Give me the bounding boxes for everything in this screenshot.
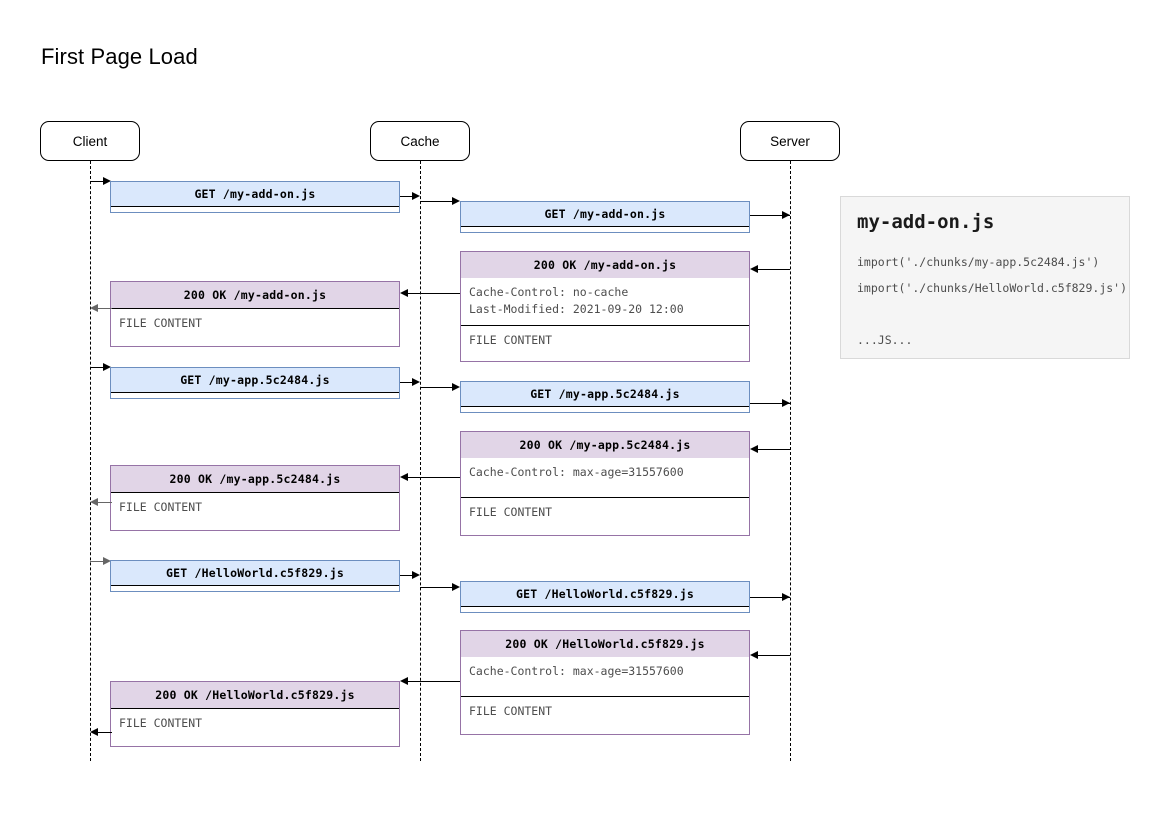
message-box-client-request-3[interactable]: GET /HelloWorld.c5f829.js bbox=[110, 560, 400, 592]
message-header: GET /my-add-on.js bbox=[461, 202, 749, 226]
arrow-head-right-icon bbox=[412, 191, 420, 200]
actor-server-label: Server bbox=[770, 133, 810, 149]
arrow-head-right-icon bbox=[452, 382, 460, 391]
message-box-client-request-1[interactable]: GET /my-add-on.js bbox=[110, 181, 400, 213]
actor-cache[interactable]: Cache bbox=[370, 121, 470, 161]
page-title: First Page Load bbox=[41, 44, 198, 69]
message-body: FILE CONTENT bbox=[461, 696, 749, 736]
arrow-head-right-icon bbox=[103, 362, 111, 371]
arrow-head-left-icon bbox=[400, 472, 408, 481]
actor-client-label: Client bbox=[72, 133, 108, 149]
arrow-head-right-icon bbox=[103, 556, 111, 565]
arrow-line bbox=[750, 597, 790, 598]
arrow-head-left-icon bbox=[750, 444, 758, 453]
code-panel: my-add-on.js import('./chunks/my-app.5c2… bbox=[840, 196, 1130, 359]
arrow-head-right-icon bbox=[452, 196, 460, 205]
arrow-line bbox=[98, 732, 112, 733]
message-box-client-response-3[interactable]: 200 OK /HelloWorld.c5f829.js FILE CONTEN… bbox=[110, 681, 400, 747]
arrow-head-left-icon bbox=[400, 676, 408, 685]
code-line bbox=[857, 301, 1113, 327]
arrow-head-left-icon bbox=[400, 288, 408, 297]
message-box-cache-request-2[interactable]: GET /my-app.5c2484.js bbox=[460, 381, 750, 413]
arrow-line bbox=[750, 215, 790, 216]
message-header: 200 OK /my-app.5c2484.js bbox=[111, 466, 399, 492]
actor-cache-label: Cache bbox=[400, 133, 440, 149]
message-body: FILE CONTENT bbox=[111, 308, 399, 346]
arrow-line bbox=[400, 196, 418, 197]
message-header: 200 OK /my-add-on.js bbox=[111, 282, 399, 308]
arrow-head-right-icon bbox=[782, 210, 790, 219]
message-headers bbox=[461, 406, 749, 414]
message-headers: Cache-Control: max-age=31557600 bbox=[469, 465, 684, 479]
message-header: GET /my-app.5c2484.js bbox=[111, 368, 399, 392]
arrow-line bbox=[98, 308, 112, 309]
message-box-cache-response-3[interactable]: 200 OK /HelloWorld.c5f829.js Cache-Contr… bbox=[460, 630, 750, 735]
message-headers: Cache-Control: max-age=31557600 bbox=[469, 664, 684, 678]
arrow-line bbox=[758, 655, 790, 656]
message-header: GET /my-app.5c2484.js bbox=[461, 382, 749, 406]
message-headers bbox=[461, 226, 749, 234]
arrow-line bbox=[90, 561, 103, 562]
arrow-line bbox=[420, 201, 458, 202]
arrow-line bbox=[420, 387, 458, 388]
message-header: GET /my-add-on.js bbox=[111, 182, 399, 206]
arrow-line bbox=[408, 477, 460, 478]
arrow-head-right-icon bbox=[103, 176, 111, 185]
message-headers: Cache-Control: no-cache Last-Modified: 2… bbox=[469, 285, 684, 316]
code-line: import('./chunks/my-app.5c2484.js') bbox=[857, 255, 1100, 269]
message-body: FILE CONTENT bbox=[111, 492, 399, 530]
arrow-head-right-icon bbox=[452, 582, 460, 591]
code-line: import('./chunks/HelloWorld.c5f829.js') bbox=[857, 281, 1128, 295]
arrow-line bbox=[758, 269, 790, 270]
arrow-head-left-icon bbox=[750, 650, 758, 659]
code-panel-filename: my-add-on.js bbox=[857, 211, 995, 233]
message-header: 200 OK /HelloWorld.c5f829.js bbox=[111, 682, 399, 708]
message-box-client-request-2[interactable]: GET /my-app.5c2484.js bbox=[110, 367, 400, 399]
message-header: 200 OK /HelloWorld.c5f829.js bbox=[461, 631, 749, 657]
lifeline-cache bbox=[420, 161, 421, 761]
code-line: ...JS... bbox=[857, 333, 913, 347]
arrow-head-left-icon bbox=[90, 497, 98, 506]
lifeline-server bbox=[790, 161, 791, 761]
arrow-line bbox=[400, 575, 418, 576]
arrow-head-right-icon bbox=[782, 398, 790, 407]
arrow-line bbox=[408, 293, 460, 294]
arrow-line bbox=[400, 382, 418, 383]
message-header: GET /HelloWorld.c5f829.js bbox=[461, 582, 749, 606]
arrow-line bbox=[758, 449, 790, 450]
arrow-head-left-icon bbox=[90, 303, 98, 312]
message-box-client-response-2[interactable]: 200 OK /my-app.5c2484.js FILE CONTENT bbox=[110, 465, 400, 531]
message-box-cache-response-1[interactable]: 200 OK /my-add-on.js Cache-Control: no-c… bbox=[460, 251, 750, 362]
message-headers bbox=[461, 606, 749, 614]
message-box-cache-response-2[interactable]: 200 OK /my-app.5c2484.js Cache-Control: … bbox=[460, 431, 750, 536]
message-header: 200 OK /my-add-on.js bbox=[461, 252, 749, 278]
arrow-head-right-icon bbox=[412, 570, 420, 579]
actor-client[interactable]: Client bbox=[40, 121, 140, 161]
arrow-line bbox=[98, 502, 112, 503]
arrow-head-right-icon bbox=[412, 377, 420, 386]
message-body: FILE CONTENT bbox=[461, 325, 749, 363]
arrow-line bbox=[90, 367, 103, 368]
actor-server[interactable]: Server bbox=[740, 121, 840, 161]
message-body: FILE CONTENT bbox=[111, 708, 399, 746]
arrow-line bbox=[90, 181, 103, 182]
lifeline-client bbox=[90, 161, 91, 761]
message-box-client-response-1[interactable]: 200 OK /my-add-on.js FILE CONTENT bbox=[110, 281, 400, 347]
arrow-line bbox=[750, 403, 790, 404]
arrow-line bbox=[408, 681, 460, 682]
message-box-cache-request-1[interactable]: GET /my-add-on.js bbox=[460, 201, 750, 233]
arrow-head-left-icon bbox=[750, 264, 758, 273]
message-header: 200 OK /my-app.5c2484.js bbox=[461, 432, 749, 458]
message-body: FILE CONTENT bbox=[461, 497, 749, 537]
message-headers bbox=[111, 392, 399, 400]
message-headers bbox=[111, 585, 399, 593]
arrow-head-right-icon bbox=[782, 592, 790, 601]
arrow-head-left-icon bbox=[90, 727, 98, 736]
arrow-line bbox=[420, 587, 458, 588]
message-header: GET /HelloWorld.c5f829.js bbox=[111, 561, 399, 585]
message-box-cache-request-3[interactable]: GET /HelloWorld.c5f829.js bbox=[460, 581, 750, 613]
message-headers bbox=[111, 206, 399, 214]
